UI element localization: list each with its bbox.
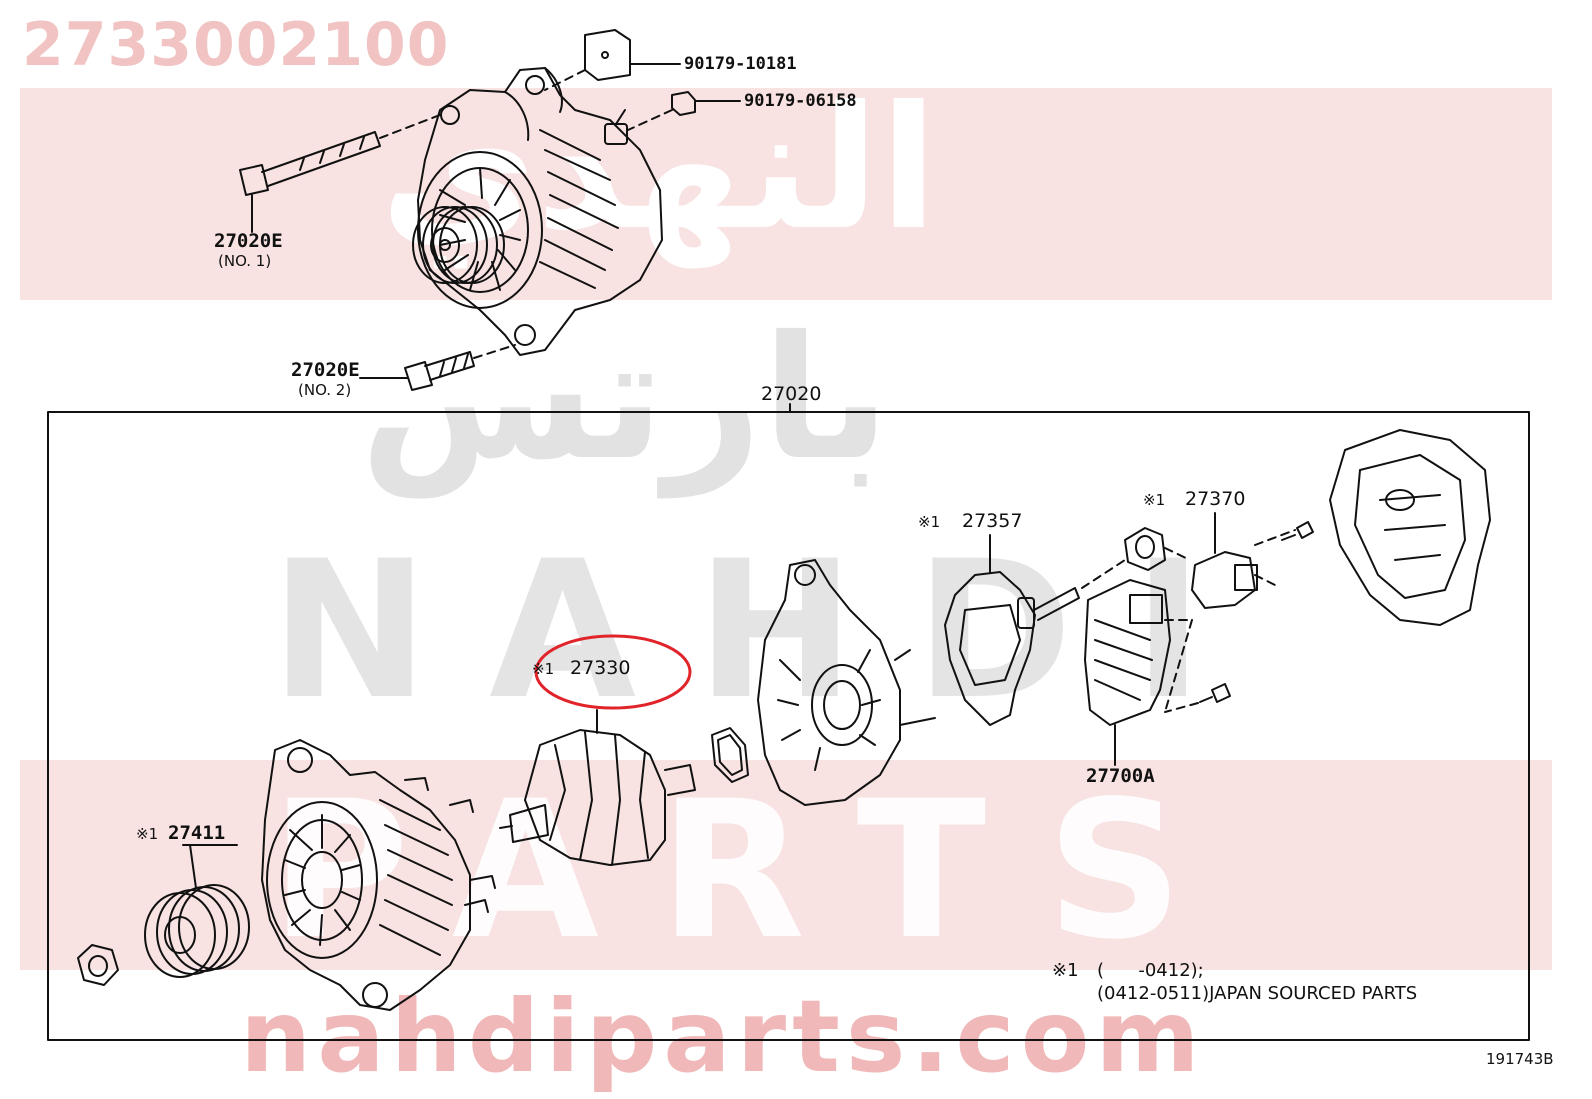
label-bolt-no1-sub: (NO. 1)	[218, 252, 272, 270]
assembly-frame	[47, 411, 1530, 1041]
label-rotor: 27330	[570, 657, 631, 679]
watermark-latin-line2: PARTS	[270, 760, 1244, 981]
terminal-nut-drawing	[627, 91, 741, 131]
bolt-no2-drawing	[359, 344, 516, 391]
label-bolt-no2-sub: (NO. 2)	[298, 381, 352, 399]
label-bolt-no2-code: 27020E	[291, 359, 360, 381]
watermark-website: nahdiparts.com	[240, 978, 1206, 1095]
label-brush-holder: 27357	[962, 510, 1023, 532]
label-terminal-insulator-mark: ※1	[1143, 491, 1166, 509]
label-pulley: 27411	[168, 822, 226, 844]
footnote-range: ( -0412);	[1097, 960, 1204, 981]
label-regulator: 27700A	[1086, 765, 1155, 787]
regulator-drawing	[1084, 579, 1193, 766]
terminal-cap-drawing	[1081, 527, 1191, 589]
watermark-band-bottom	[20, 760, 1552, 970]
label-bolt-no1-code: 27020E	[214, 230, 283, 252]
part-number: 2733002100	[22, 10, 450, 80]
footnote-mark: ※1	[1052, 960, 1079, 981]
drive-end-frame-drawing	[261, 739, 496, 1011]
terminal-insulator-drawing	[1191, 512, 1296, 609]
screw-drawings	[1164, 521, 1314, 713]
label-assembly: 27020	[761, 383, 822, 405]
label-bracket-clip: 90179-10181	[684, 54, 797, 74]
pulley-nut-drawing	[77, 944, 119, 986]
figure-code: 191743B	[1486, 1050, 1554, 1068]
rear-cover-drawing	[1329, 429, 1491, 626]
pulley-drawing	[144, 844, 250, 978]
footnote-japan-sourced: (0412-0511)JAPAN SOURCED PARTS	[1097, 983, 1418, 1004]
seal-ring-drawing	[711, 727, 749, 783]
label-terminal-nut: 90179-06158	[744, 91, 857, 111]
label-rotor-mark: ※1	[532, 660, 555, 678]
alternator-assembled-drawing	[412, 67, 663, 356]
watermark-arabic-line2: بارتس	[360, 300, 890, 498]
bolt-no1-drawing	[239, 114, 441, 233]
brush-holder-drawing	[944, 534, 1080, 726]
rotor-drawing	[499, 709, 696, 866]
label-brush-holder-mark: ※1	[918, 513, 941, 531]
highlight-circle	[534, 634, 692, 710]
label-pulley-mark: ※1	[136, 825, 159, 843]
bracket-clip-drawing	[544, 29, 681, 91]
rectifier-end-frame-drawing	[757, 559, 936, 806]
label-terminal-insulator: 27370	[1185, 488, 1246, 510]
watermark-latin-line1: NAHDI	[270, 520, 1264, 741]
watermark-band-top	[20, 88, 1552, 300]
